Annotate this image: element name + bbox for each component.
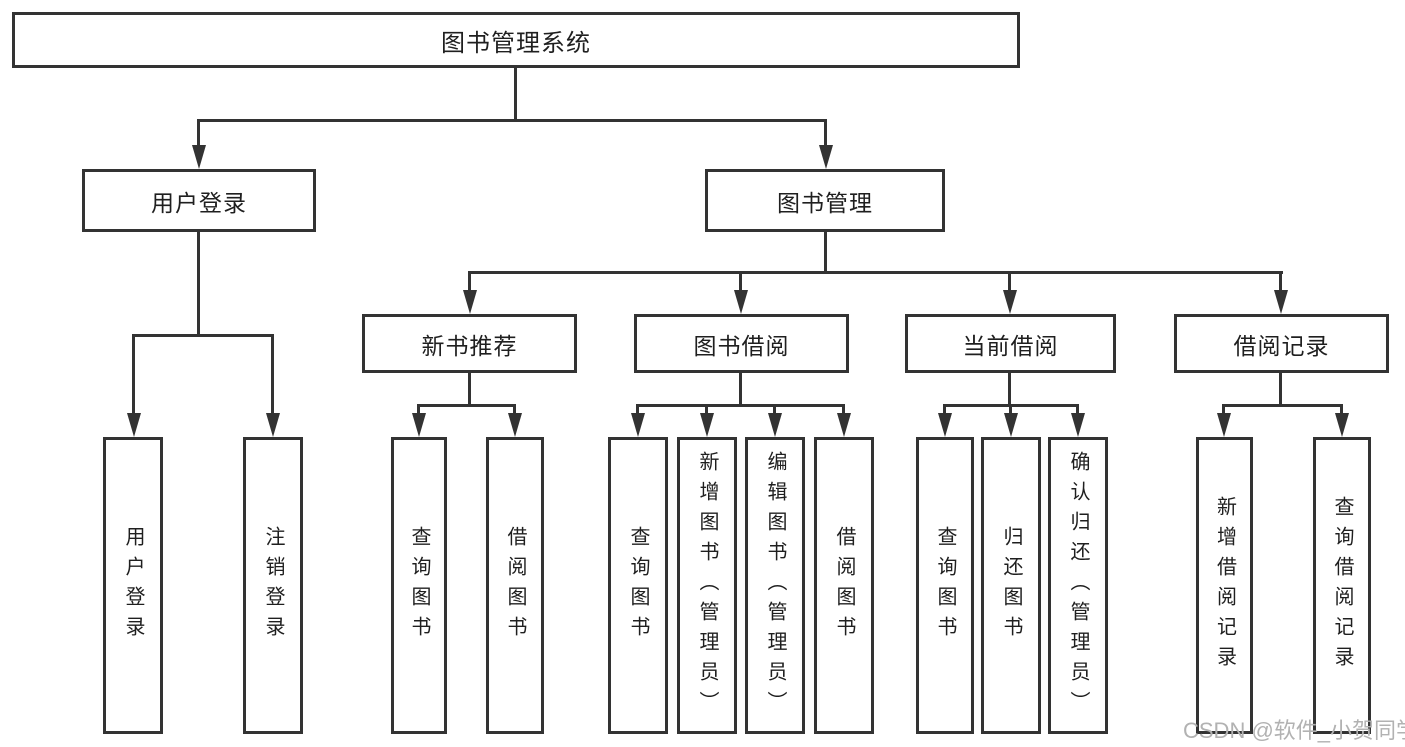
leaf-borrowing-edit-books-admin: 编辑图书（管理员） xyxy=(745,437,805,734)
connector-line xyxy=(1008,271,1011,293)
leaf-recommend-query-books-label: 查询图书 xyxy=(408,525,430,646)
leaf-current-query-books-label: 查询图书 xyxy=(934,525,956,646)
leaf-records-add-record-label: 新增借阅记录 xyxy=(1213,495,1236,676)
leaf-borrowing-borrow-books: 借阅图书 xyxy=(814,437,874,734)
arrow-down-icon xyxy=(734,290,748,314)
leaf-current-confirm-return-admin: 确认归还（管理员） xyxy=(1048,437,1108,734)
leaf-current-query-books: 查询图书 xyxy=(916,437,974,734)
leaf-user-login-label: 用户登录 xyxy=(122,525,144,646)
arrow-down-icon xyxy=(192,145,206,169)
connector-line xyxy=(1076,404,1079,415)
connector-line xyxy=(824,119,827,146)
connector-line xyxy=(468,271,1283,274)
leaf-borrowing-borrow-books-label: 借阅图书 xyxy=(833,525,855,646)
connector-line xyxy=(132,334,135,414)
arrow-down-icon xyxy=(1335,413,1349,437)
arrow-down-icon xyxy=(1004,413,1018,437)
node-new-book-recommend-label: 新书推荐 xyxy=(421,332,518,359)
arrow-down-icon xyxy=(1274,290,1288,314)
connector-line xyxy=(1222,404,1225,415)
connector-line xyxy=(468,373,471,407)
connector-line xyxy=(513,404,516,415)
node-borrowing-records-label: 借阅记录 xyxy=(1233,332,1330,359)
node-book-management: 图书管理 xyxy=(705,169,945,232)
arrow-down-icon xyxy=(412,413,426,437)
connector-line xyxy=(1008,373,1011,407)
node-book-borrowing-label: 图书借阅 xyxy=(693,332,790,359)
leaf-user-login: 用户登录 xyxy=(103,437,163,734)
connector-line xyxy=(773,404,776,415)
connector-line xyxy=(1279,373,1282,407)
node-library-system-label: 图书管理系统 xyxy=(441,29,591,57)
leaf-recommend-query-books: 查询图书 xyxy=(391,437,447,734)
connector-line xyxy=(514,68,517,121)
arrow-down-icon xyxy=(768,413,782,437)
leaf-records-query-record: 查询借阅记录 xyxy=(1313,437,1371,734)
leaf-current-return-books: 归还图书 xyxy=(981,437,1041,734)
leaf-borrowing-add-books-admin: 新增图书（管理员） xyxy=(677,437,737,734)
connector-line xyxy=(705,404,708,415)
arrow-down-icon xyxy=(463,290,477,314)
arrow-down-icon xyxy=(837,413,851,437)
node-book-management-label: 图书管理 xyxy=(777,189,873,216)
arrow-down-icon xyxy=(819,145,833,169)
node-book-borrowing: 图书借阅 xyxy=(634,314,849,373)
connector-line xyxy=(132,334,274,337)
node-borrowing-records: 借阅记录 xyxy=(1174,314,1389,373)
connector-line xyxy=(197,232,200,336)
leaf-records-query-record-label: 查询借阅记录 xyxy=(1331,495,1353,676)
node-user-login-label: 用户登录 xyxy=(151,189,247,216)
connector-line xyxy=(468,271,471,293)
leaf-recommend-borrow-books-label: 借阅图书 xyxy=(504,525,526,646)
connector-line xyxy=(824,232,827,273)
connector-line xyxy=(271,334,274,414)
arrow-down-icon xyxy=(1217,413,1231,437)
connector-line xyxy=(636,404,639,415)
leaf-recommend-borrow-books: 借阅图书 xyxy=(486,437,544,734)
node-current-borrowing: 当前借阅 xyxy=(905,314,1116,373)
leaf-current-confirm-return-admin-label: 确认归还（管理员） xyxy=(1067,450,1089,721)
arrow-down-icon xyxy=(1003,290,1017,314)
csdn-watermark: CSDN @软件_小贺同学 xyxy=(1183,718,1405,743)
arrow-down-icon xyxy=(700,413,714,437)
connector-line xyxy=(1279,271,1282,293)
leaf-records-add-record: 新增借阅记录 xyxy=(1196,437,1253,734)
leaf-borrowing-query-books: 查询图书 xyxy=(608,437,668,734)
arrow-down-icon xyxy=(127,413,141,437)
leaf-borrowing-add-books-admin-label: 新增图书（管理员） xyxy=(696,450,718,721)
connector-line xyxy=(1222,404,1343,407)
arrow-down-icon xyxy=(508,413,522,437)
connector-line xyxy=(1340,404,1343,415)
connector-line xyxy=(739,271,742,293)
node-new-book-recommend: 新书推荐 xyxy=(362,314,577,373)
leaf-logout-login-label: 注销登录 xyxy=(262,525,284,646)
connector-line xyxy=(636,404,845,407)
arrow-down-icon xyxy=(631,413,645,437)
connector-line xyxy=(417,404,420,415)
node-user-login: 用户登录 xyxy=(82,169,316,232)
connector-line xyxy=(417,404,516,407)
arrow-down-icon xyxy=(266,413,280,437)
leaf-borrowing-edit-books-admin-label: 编辑图书（管理员） xyxy=(764,450,786,721)
connector-line xyxy=(1009,404,1012,415)
leaf-borrowing-query-books-label: 查询图书 xyxy=(627,525,649,646)
connector-line xyxy=(197,119,200,146)
node-current-borrowing-label: 当前借阅 xyxy=(962,332,1059,359)
connector-line xyxy=(197,119,827,122)
connector-line xyxy=(842,404,845,415)
arrow-down-icon xyxy=(1071,413,1085,437)
connector-line xyxy=(943,404,946,415)
arrow-down-icon xyxy=(938,413,952,437)
connector-line xyxy=(739,373,742,407)
leaf-current-return-books-label: 归还图书 xyxy=(1000,525,1022,646)
leaf-logout-login: 注销登录 xyxy=(243,437,303,734)
node-library-system: 图书管理系统 xyxy=(12,12,1020,68)
